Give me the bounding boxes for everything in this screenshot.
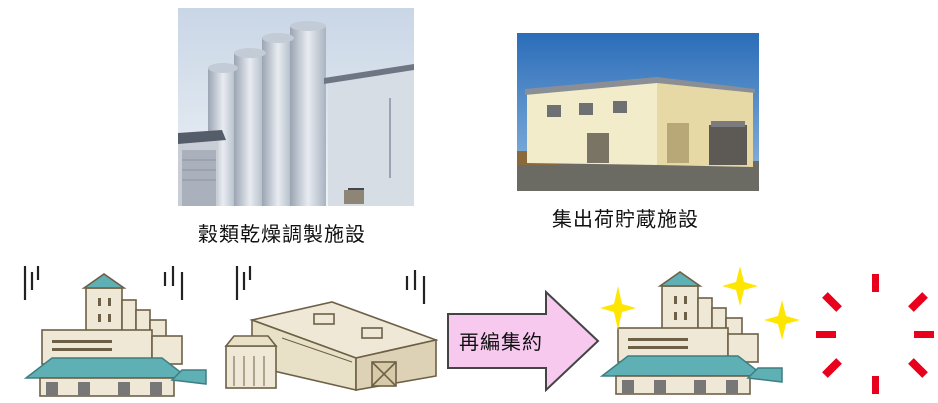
- motion-lines-icon: [405, 270, 426, 304]
- warehouse-illustration: [224, 301, 438, 392]
- motion-lines-icon: [23, 266, 40, 300]
- consolidated-facility-illustration: [599, 271, 783, 395]
- burst-lines-icon: [816, 274, 934, 394]
- photo-shipping-storage-facility: [517, 33, 759, 191]
- caption-shipping-storage-facility: 集出荷貯蔵施設: [552, 207, 699, 231]
- motion-lines-icon: [235, 266, 252, 300]
- sparkle-icon: [600, 286, 636, 330]
- motion-lines-icon: [163, 266, 184, 300]
- photo-grain-drying-facility: [178, 8, 414, 206]
- grain-facility-illustration: [23, 273, 207, 397]
- consolidation-arrow: 再編集約: [446, 290, 602, 392]
- sparkle-icon: [764, 300, 800, 340]
- caption-grain-drying-facility: 穀類乾燥調製施設: [198, 222, 366, 246]
- sparkle-icon: [722, 266, 758, 306]
- arrow-label: 再編集約: [459, 330, 543, 354]
